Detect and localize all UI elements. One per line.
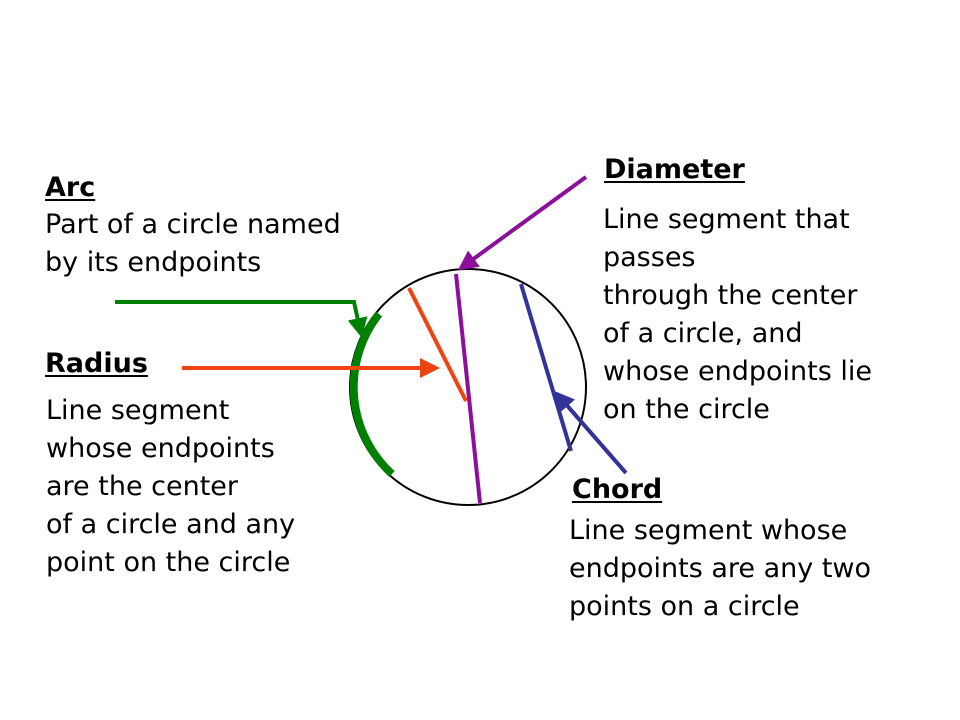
radius-definition-line: whose endpoints [46,433,275,464]
arc-title: Arc [45,172,96,203]
diameter-definition-line: through the center [603,280,858,311]
diameter-pointer-arrow [457,175,588,271]
arc-definition-line: by its endpoints [45,247,262,278]
chord-definition-line: points on a circle [569,591,800,622]
arc-definition: Part of a circle named by its endpoints [45,206,341,282]
chord-title: Chord [572,474,663,505]
radius-definition-line: are the center [46,471,239,502]
diameter-definition-line: passes [603,242,696,273]
diameter-definition-line: of a circle, and [603,318,803,349]
arc-pointer-arrow [115,300,368,338]
arc-segment [349,311,395,477]
radius-definition-line: of a circle and any [46,509,296,540]
chord-definition: Line segment whose endpoints are any two… [569,512,871,626]
radius-segment [407,287,468,402]
diameter-definition-line: Line segment that [603,204,850,235]
radius-definition-line: Line segment [46,395,230,426]
chord-definition-line: endpoints are any two [569,553,872,584]
radius-definition-line: point on the circle [46,547,291,578]
radius-title: Radius [45,348,148,379]
diameter-title: Diameter [604,154,745,185]
diameter-segment [454,273,482,504]
arc-definition-line: Part of a circle named [45,209,341,240]
chord-pointer-arrow [554,390,628,475]
radius-definition: Line segment whose endpoints are the cen… [46,392,295,582]
chord-definition-line: Line segment whose [569,515,848,546]
diameter-definition-line: whose endpoints lie [603,356,872,387]
chord-segment [519,283,573,452]
diameter-definition-line: on the circle [603,394,770,425]
diameter-definition: Line segment that passes through the cen… [603,201,872,429]
